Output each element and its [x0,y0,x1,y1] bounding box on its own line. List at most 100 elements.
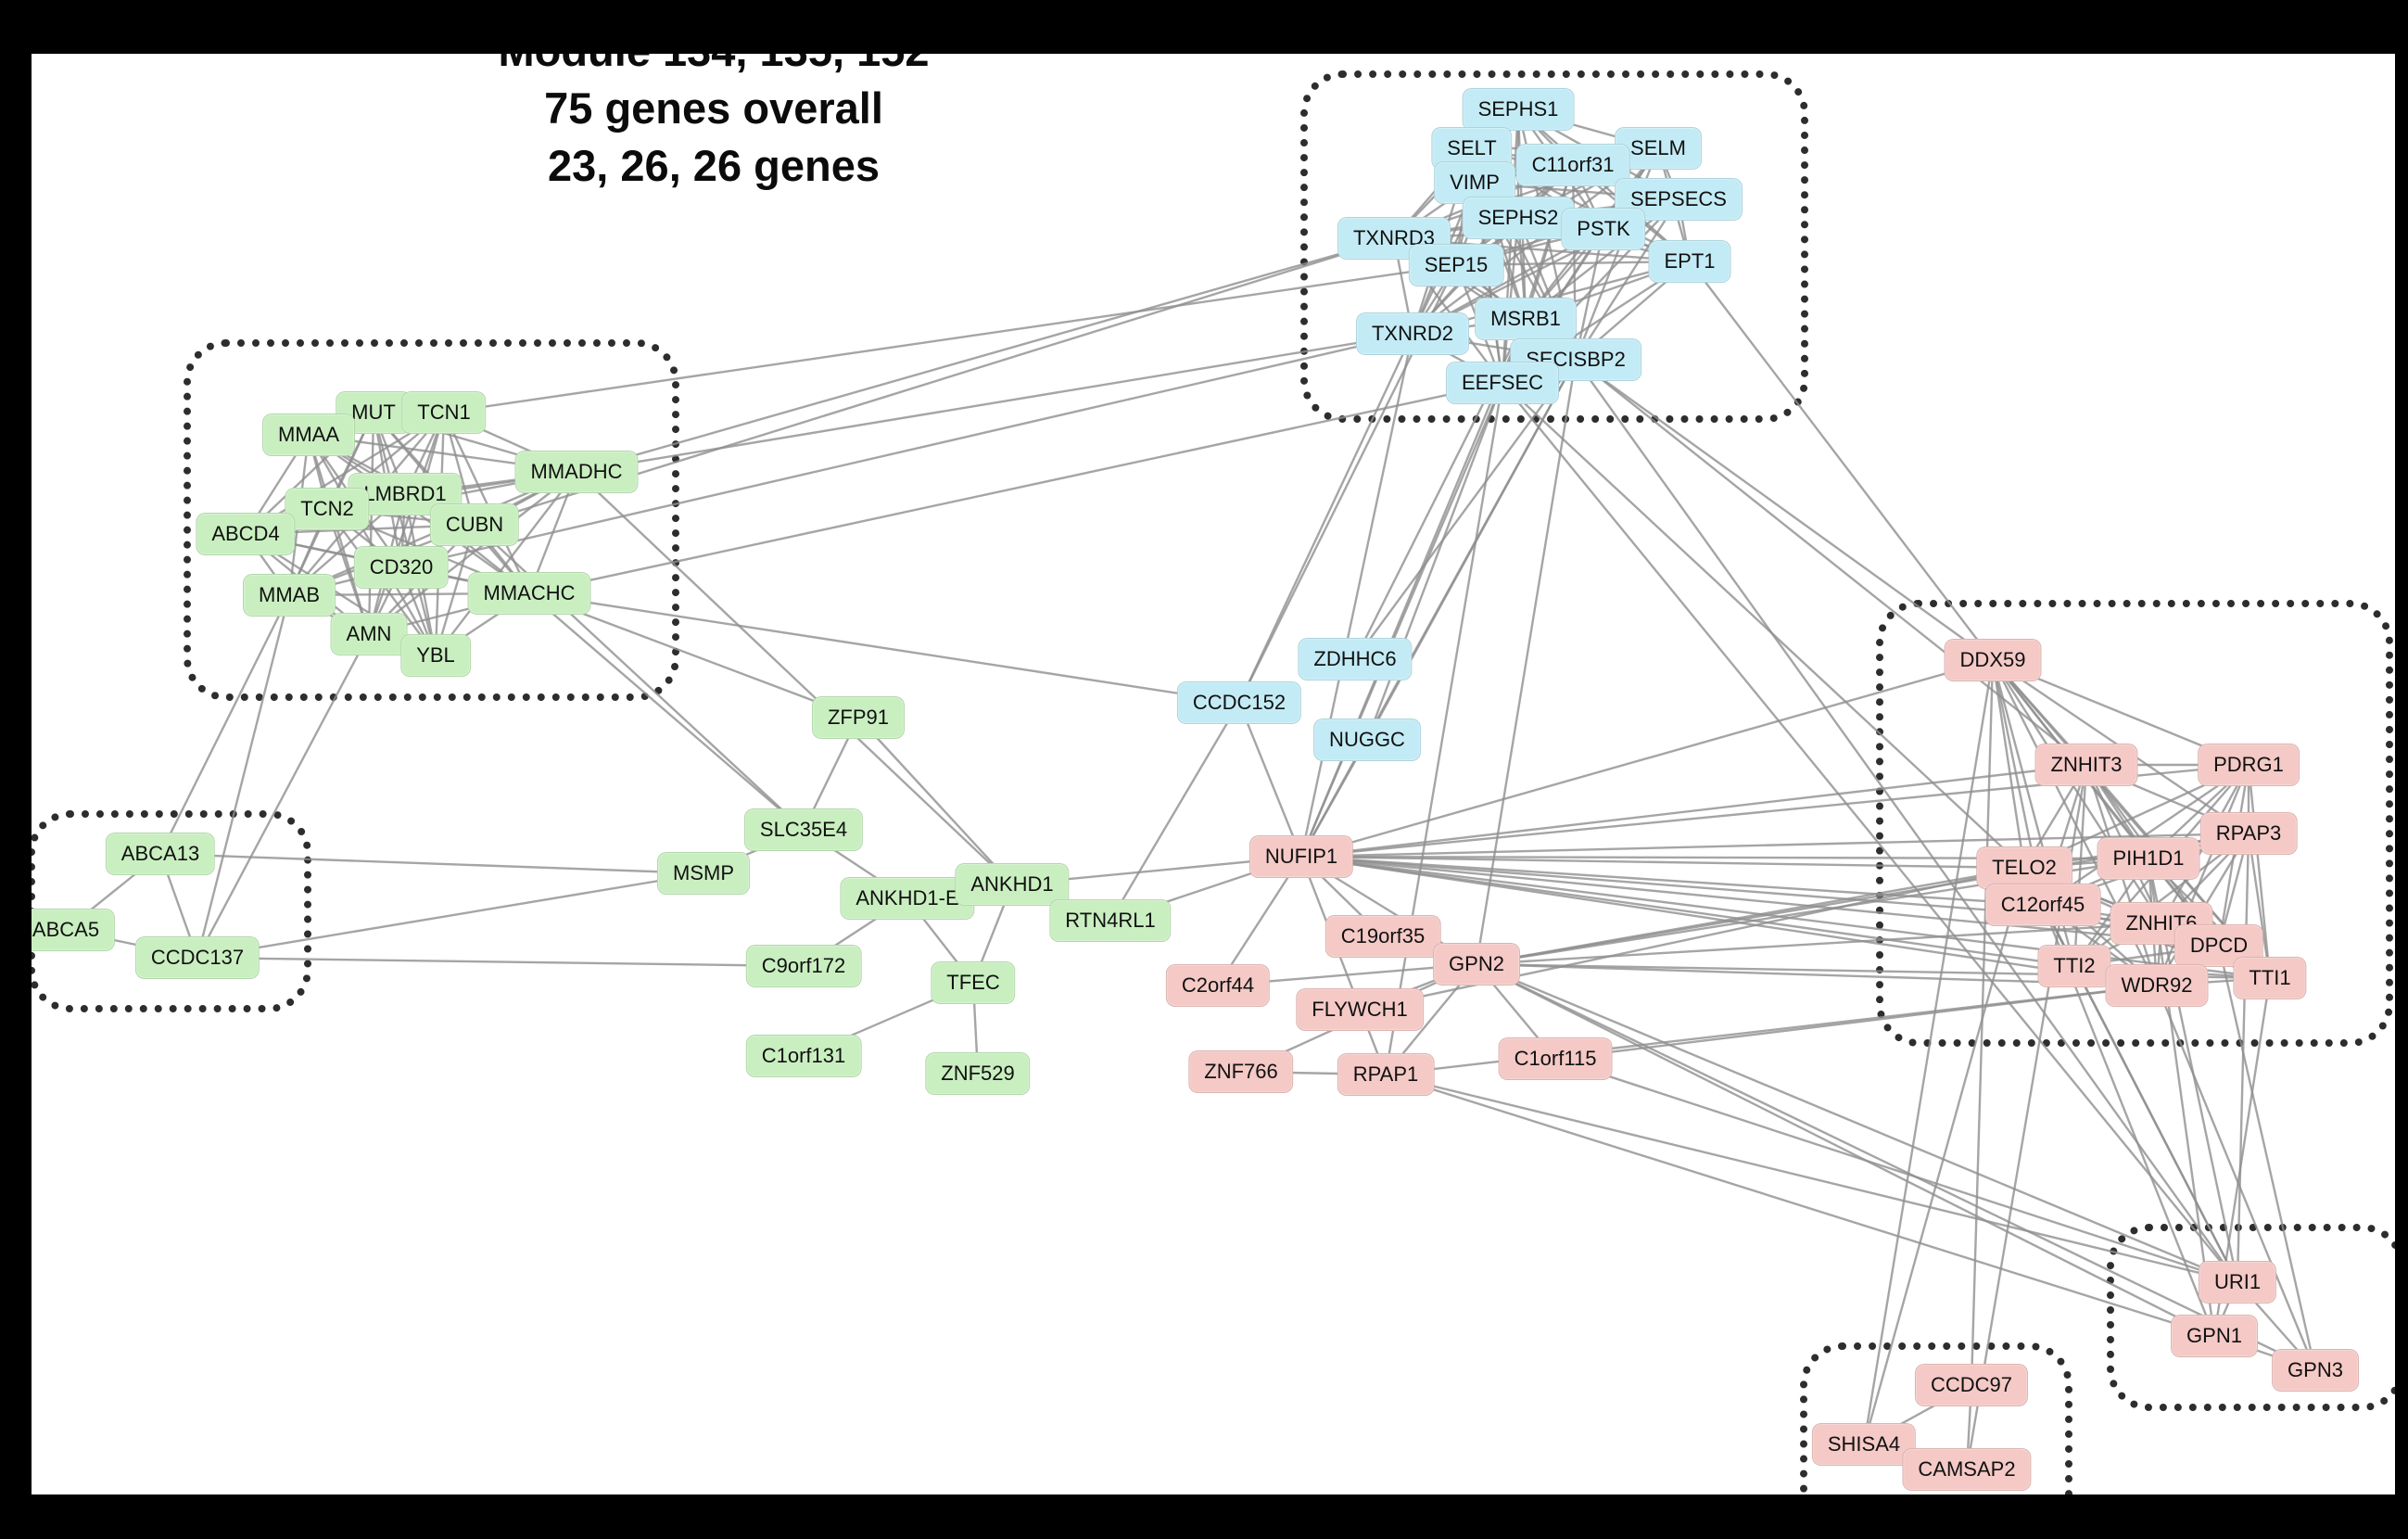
edge [576,236,1395,474]
node-CCDC137[interactable]: CCDC137 [134,936,260,979]
node-EEFSEC[interactable]: EEFSEC [1445,362,1560,404]
edge [400,332,1413,569]
frame-bar-left [0,0,32,1539]
node-TTI2[interactable]: TTI2 [2037,945,2111,987]
node-GPN2[interactable]: GPN2 [1433,943,1520,986]
node-AMN[interactable]: AMN [330,613,408,655]
edge [2247,833,2272,979]
node-SEPHS2[interactable]: SEPHS2 [1462,197,1575,239]
node-PDRG1[interactable]: PDRG1 [2198,744,2300,786]
node-ABCA5[interactable]: ABCA5 [16,909,116,951]
node-PSTK[interactable]: PSTK [1561,208,1646,250]
edge [1554,984,2158,1061]
node-C19orf35[interactable]: C19orf35 [1324,915,1441,958]
node-RPAP3[interactable]: RPAP3 [2199,812,2298,855]
node-CCDC152[interactable]: CCDC152 [1176,681,1302,724]
node-TXNRD2[interactable]: TXNRD2 [1355,312,1470,355]
node-CD320[interactable]: CD320 [353,546,450,589]
node-MMACHC[interactable]: MMACHC [467,572,591,615]
edge [1385,1073,2238,1284]
cluster-bottom-misc [1800,1342,2072,1539]
edge [1574,228,1605,361]
node-ANKHD1[interactable]: ANKHD1 [955,863,1070,906]
node-CAMSAP2[interactable]: CAMSAP2 [1902,1448,2032,1491]
node-CUBN[interactable]: CUBN [429,503,520,546]
node-MMADHC[interactable]: MMADHC [514,451,639,493]
edge [1502,382,2025,869]
edge [2236,833,2250,1283]
edge [1476,922,2162,966]
edge [2155,764,2250,986]
node-GPN1[interactable]: GPN1 [2171,1315,2258,1357]
node-SLC35E4[interactable]: SLC35E4 [743,808,864,851]
node-ANKHD1-E[interactable]: ANKHD1-E [840,877,975,920]
node-TCN2[interactable]: TCN2 [285,488,370,530]
node-C9orf172[interactable]: C9orf172 [745,945,862,987]
node-NUGGC[interactable]: NUGGC [1313,719,1421,761]
node-RTN4RL1[interactable]: RTN4RL1 [1049,899,1172,942]
node-C12orf45[interactable]: C12orf45 [1984,884,2101,926]
frame-bar-right [2395,0,2408,1539]
node-ZFP91[interactable]: ZFP91 [811,696,906,739]
node-CCDC97[interactable]: CCDC97 [1914,1364,2029,1406]
node-MSRB1[interactable]: MSRB1 [1475,298,1577,340]
node-FLYWCH1[interactable]: FLYWCH1 [1296,988,1424,1031]
node-ZNF766[interactable]: ZNF766 [1188,1050,1294,1093]
node-ZDHHC6[interactable]: ZDHHC6 [1298,638,1413,680]
edge [2155,985,2317,1371]
edge [1299,333,1414,858]
edge [1574,198,1680,361]
node-YBL[interactable]: YBL [400,634,471,677]
node-PIH1D1[interactable]: PIH1D1 [2097,837,2200,880]
node-TFEC[interactable]: TFEC [931,961,1016,1004]
node-URI1[interactable]: URI1 [2198,1261,2277,1304]
edge [367,412,446,635]
node-EPT1[interactable]: EPT1 [1648,240,1731,283]
edge [1300,763,2087,859]
node-MMAA[interactable]: MMAA [262,413,355,456]
frame-bar-top [0,0,2408,54]
edge [434,524,476,656]
title-line-2: 75 genes overall [544,83,883,133]
node-WDR92[interactable]: WDR92 [2105,964,2209,1007]
node-ABCD4[interactable]: ABCD4 [196,513,296,555]
node-SEPHS1[interactable]: SEPHS1 [1462,88,1575,131]
edge [1475,359,1578,965]
edge [1300,855,2044,907]
node-ABCA13[interactable]: ABCA13 [105,833,216,875]
edge [1476,962,2316,1372]
node-C1orf131[interactable]: C1orf131 [745,1035,862,1077]
node-MSMP[interactable]: MSMP [657,852,750,895]
node-ZNF529[interactable]: ZNF529 [925,1052,1031,1095]
node-TTI1[interactable]: TTI1 [2233,957,2307,999]
node-ZNHIT3[interactable]: ZNHIT3 [2034,744,2138,786]
edge [1385,1073,2215,1338]
edge [2217,764,2250,947]
edge [528,381,1503,595]
edge [196,633,371,959]
edge [1109,702,1241,922]
edge [1384,382,1504,1075]
edge [196,594,291,959]
edge [857,717,1013,885]
edge [528,591,1240,705]
node-C1orf115[interactable]: C1orf115 [1498,1037,1613,1080]
edge [1299,318,1527,858]
edge [1300,855,2220,948]
node-SEP15[interactable]: SEP15 [1408,244,1504,286]
node-GPN3[interactable]: GPN3 [2272,1349,2359,1392]
node-SHISA4[interactable]: SHISA4 [1811,1423,1917,1466]
edge [1216,856,1303,986]
node-C2orf44[interactable]: C2orf44 [1165,964,1271,1007]
node-NUFIP1[interactable]: NUFIP1 [1248,835,1354,878]
edge [1476,962,2238,1284]
node-RPAP1[interactable]: RPAP1 [1337,1053,1435,1096]
edge [2217,945,2317,1371]
node-C11orf31[interactable]: C11orf31 [1515,144,1630,186]
node-DDX59[interactable]: DDX59 [1944,639,2042,681]
node-TCN1[interactable]: TCN1 [401,391,487,434]
node-MMAB[interactable]: MMAB [243,574,336,617]
